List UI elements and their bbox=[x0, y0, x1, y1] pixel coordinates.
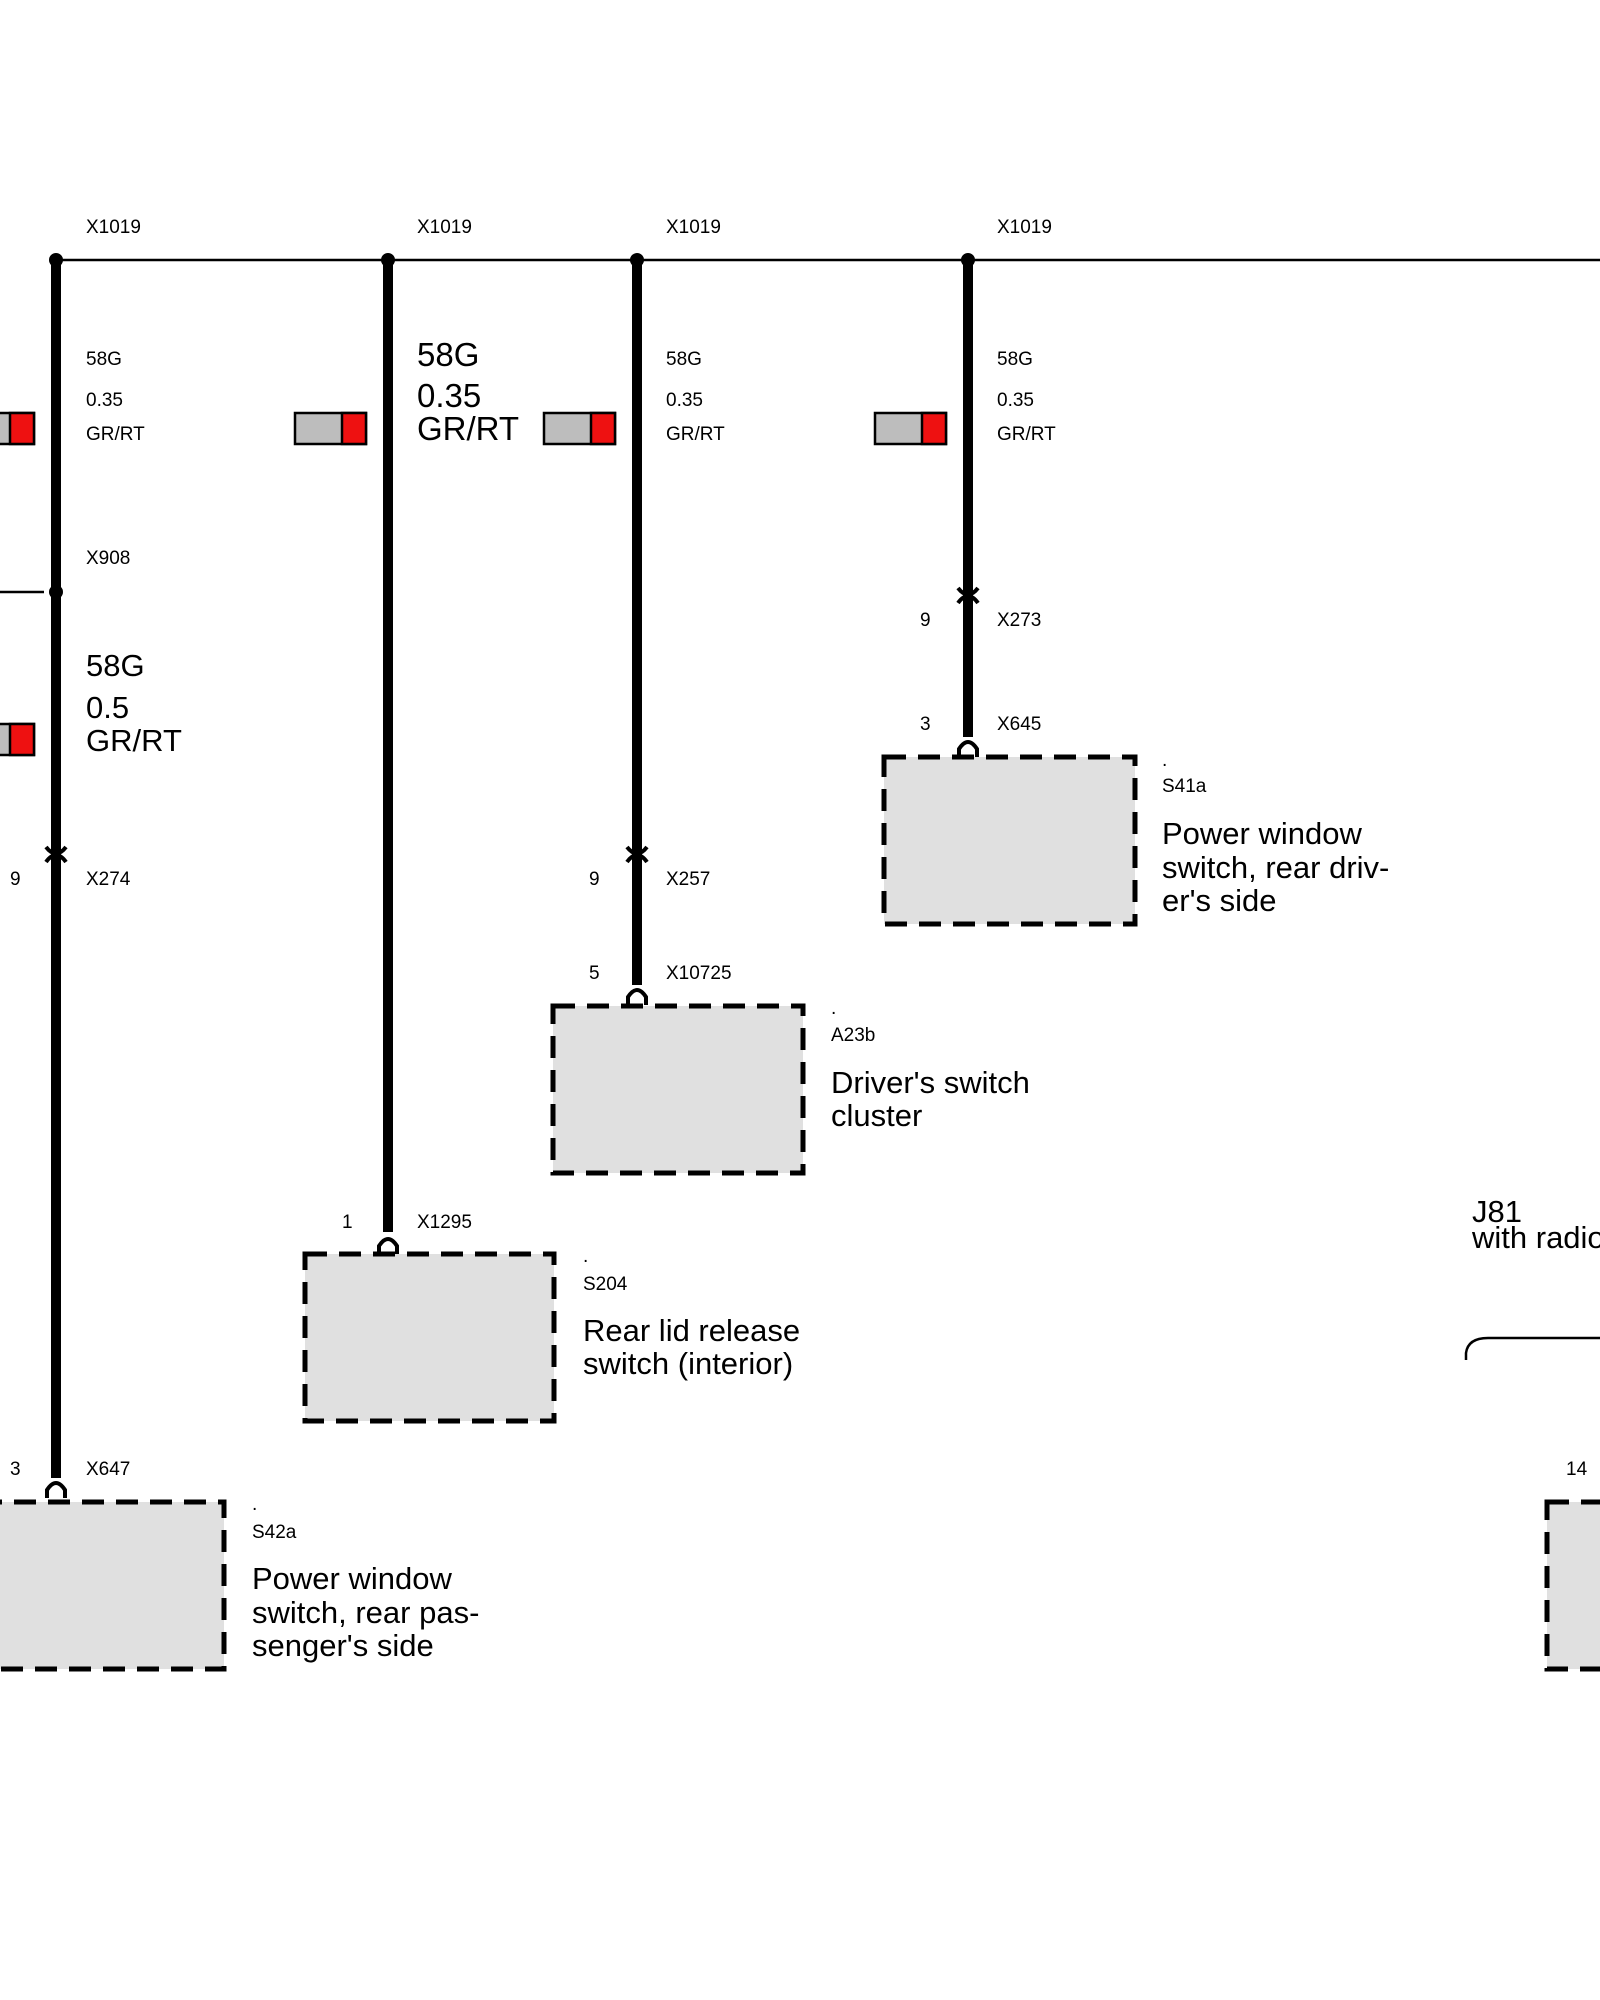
wire-id-label: 58G bbox=[997, 349, 1033, 370]
component-desc-line: Rear lid release bbox=[583, 1313, 800, 1348]
pin-number: 1 bbox=[342, 1212, 353, 1233]
component-desc-line: switch, rear pas- bbox=[252, 1595, 479, 1630]
component-dot: . bbox=[583, 1246, 588, 1267]
wire-id-label: 58G bbox=[666, 349, 702, 370]
splice-dot bbox=[49, 253, 63, 267]
connector-label: X908 bbox=[86, 548, 130, 569]
component-desc-line: Driver's switch bbox=[831, 1065, 1030, 1100]
color-code-swatch bbox=[0, 722, 36, 757]
variant-code: J81 bbox=[1472, 1194, 1522, 1229]
wire-size-label: 0.35 bbox=[666, 390, 703, 411]
component-dot: . bbox=[1162, 750, 1167, 771]
connector-label: X1019 bbox=[997, 217, 1052, 238]
wire-size-label: 0.35 bbox=[417, 377, 481, 414]
pin-connector-symbol bbox=[377, 1237, 399, 1254]
component-code: S204 bbox=[583, 1274, 628, 1295]
wire-color-label: GR/RT bbox=[666, 424, 725, 445]
wire-color-label: GR/RT bbox=[86, 723, 182, 758]
component-code: S42a bbox=[252, 1522, 297, 1543]
connector-label: X645 bbox=[997, 714, 1041, 735]
wire-color-label: GR/RT bbox=[997, 424, 1056, 445]
pin-number: 14 bbox=[1566, 1459, 1588, 1480]
component-s41a: . S41a Power window switch, rear driv- e… bbox=[881, 750, 1389, 927]
connector-label: X274 bbox=[86, 869, 131, 890]
inline-connector-symbol bbox=[956, 586, 980, 605]
component-dot: . bbox=[831, 998, 836, 1019]
component-desc-line: Power window bbox=[1162, 816, 1362, 851]
component-code: A23b bbox=[831, 1025, 875, 1046]
pin-number: 3 bbox=[10, 1459, 21, 1480]
splice-dot bbox=[381, 253, 395, 267]
component-desc-line: cluster bbox=[831, 1098, 922, 1133]
pin-number: 3 bbox=[920, 714, 931, 735]
pin-number: 5 bbox=[589, 963, 600, 984]
color-code-swatch bbox=[542, 411, 617, 446]
component-desc-line: senger's side bbox=[252, 1628, 434, 1663]
splice-dot bbox=[49, 585, 63, 599]
component-s42a: . S42a Power window switch, rear pas- se… bbox=[0, 1494, 479, 1672]
wire-id-label: 58G bbox=[417, 336, 479, 373]
inline-connector-symbol bbox=[44, 845, 68, 864]
component-desc-line: switch, rear driv- bbox=[1162, 850, 1389, 885]
wire-size-label: 0.35 bbox=[997, 390, 1034, 411]
component-a23b: . A23b Driver's switch cluster bbox=[550, 998, 1030, 1176]
wire-color-label: GR/RT bbox=[86, 424, 145, 445]
connector-label: X647 bbox=[86, 1459, 130, 1480]
connector-label: X1019 bbox=[666, 217, 721, 238]
component-desc-line: switch (interior) bbox=[583, 1346, 793, 1381]
component-partial bbox=[1544, 1499, 1600, 1672]
connector-label: X10725 bbox=[666, 963, 732, 984]
pin-number: 9 bbox=[920, 610, 931, 631]
component-desc-line: Power window bbox=[252, 1561, 452, 1596]
connector-label: X1019 bbox=[86, 217, 141, 238]
wire-color-label: GR/RT bbox=[417, 410, 519, 447]
component-desc-line: er's side bbox=[1162, 883, 1276, 918]
color-code-swatch bbox=[873, 411, 948, 446]
pin-connector-symbol bbox=[45, 1481, 67, 1498]
variant-desc: with radio bbox=[1471, 1220, 1600, 1255]
wire-size-label: 0.35 bbox=[86, 390, 123, 411]
pin-number: 9 bbox=[589, 869, 600, 890]
pin-number: 9 bbox=[10, 869, 21, 890]
color-code-swatch bbox=[0, 411, 36, 446]
connector-label: X257 bbox=[666, 869, 710, 890]
pin-connector-symbol bbox=[626, 988, 648, 1005]
wire-id-label: 58G bbox=[86, 349, 122, 370]
component-code: S41a bbox=[1162, 776, 1207, 797]
color-code-swatch bbox=[293, 411, 368, 446]
circuit-a23b: X1019 58G 0.35 GR/RT 9 X257 5 X10725 . A… bbox=[542, 217, 1030, 1176]
splice-dot bbox=[961, 253, 975, 267]
circuit-s42a: X1019 58G 0.35 GR/RT X908 58G 0.5 GR/RT … bbox=[0, 217, 479, 1672]
splice-dot bbox=[630, 253, 644, 267]
variant-bracket bbox=[1464, 1336, 1600, 1360]
circuit-s204: X1019 58G 0.35 GR/RT 1 X1295 . S204 Rear… bbox=[293, 217, 800, 1424]
connector-label: X1019 bbox=[417, 217, 472, 238]
connector-label: X273 bbox=[997, 610, 1041, 631]
inline-connector-symbol bbox=[625, 845, 649, 864]
component-s204: . S204 Rear lid release switch (interior… bbox=[302, 1246, 800, 1424]
component-dot: . bbox=[252, 1494, 257, 1515]
connector-label: X1295 bbox=[417, 1212, 472, 1233]
wire-size-label: 0.5 bbox=[86, 690, 129, 725]
pin-connector-symbol bbox=[957, 740, 979, 757]
circuit-s41a: X1019 58G 0.35 GR/RT 9 X273 3 X645 . S41… bbox=[873, 217, 1389, 927]
wire-id-label: 58G bbox=[86, 648, 145, 683]
variant-j81: J81 with radio 14 bbox=[1464, 1194, 1600, 1672]
